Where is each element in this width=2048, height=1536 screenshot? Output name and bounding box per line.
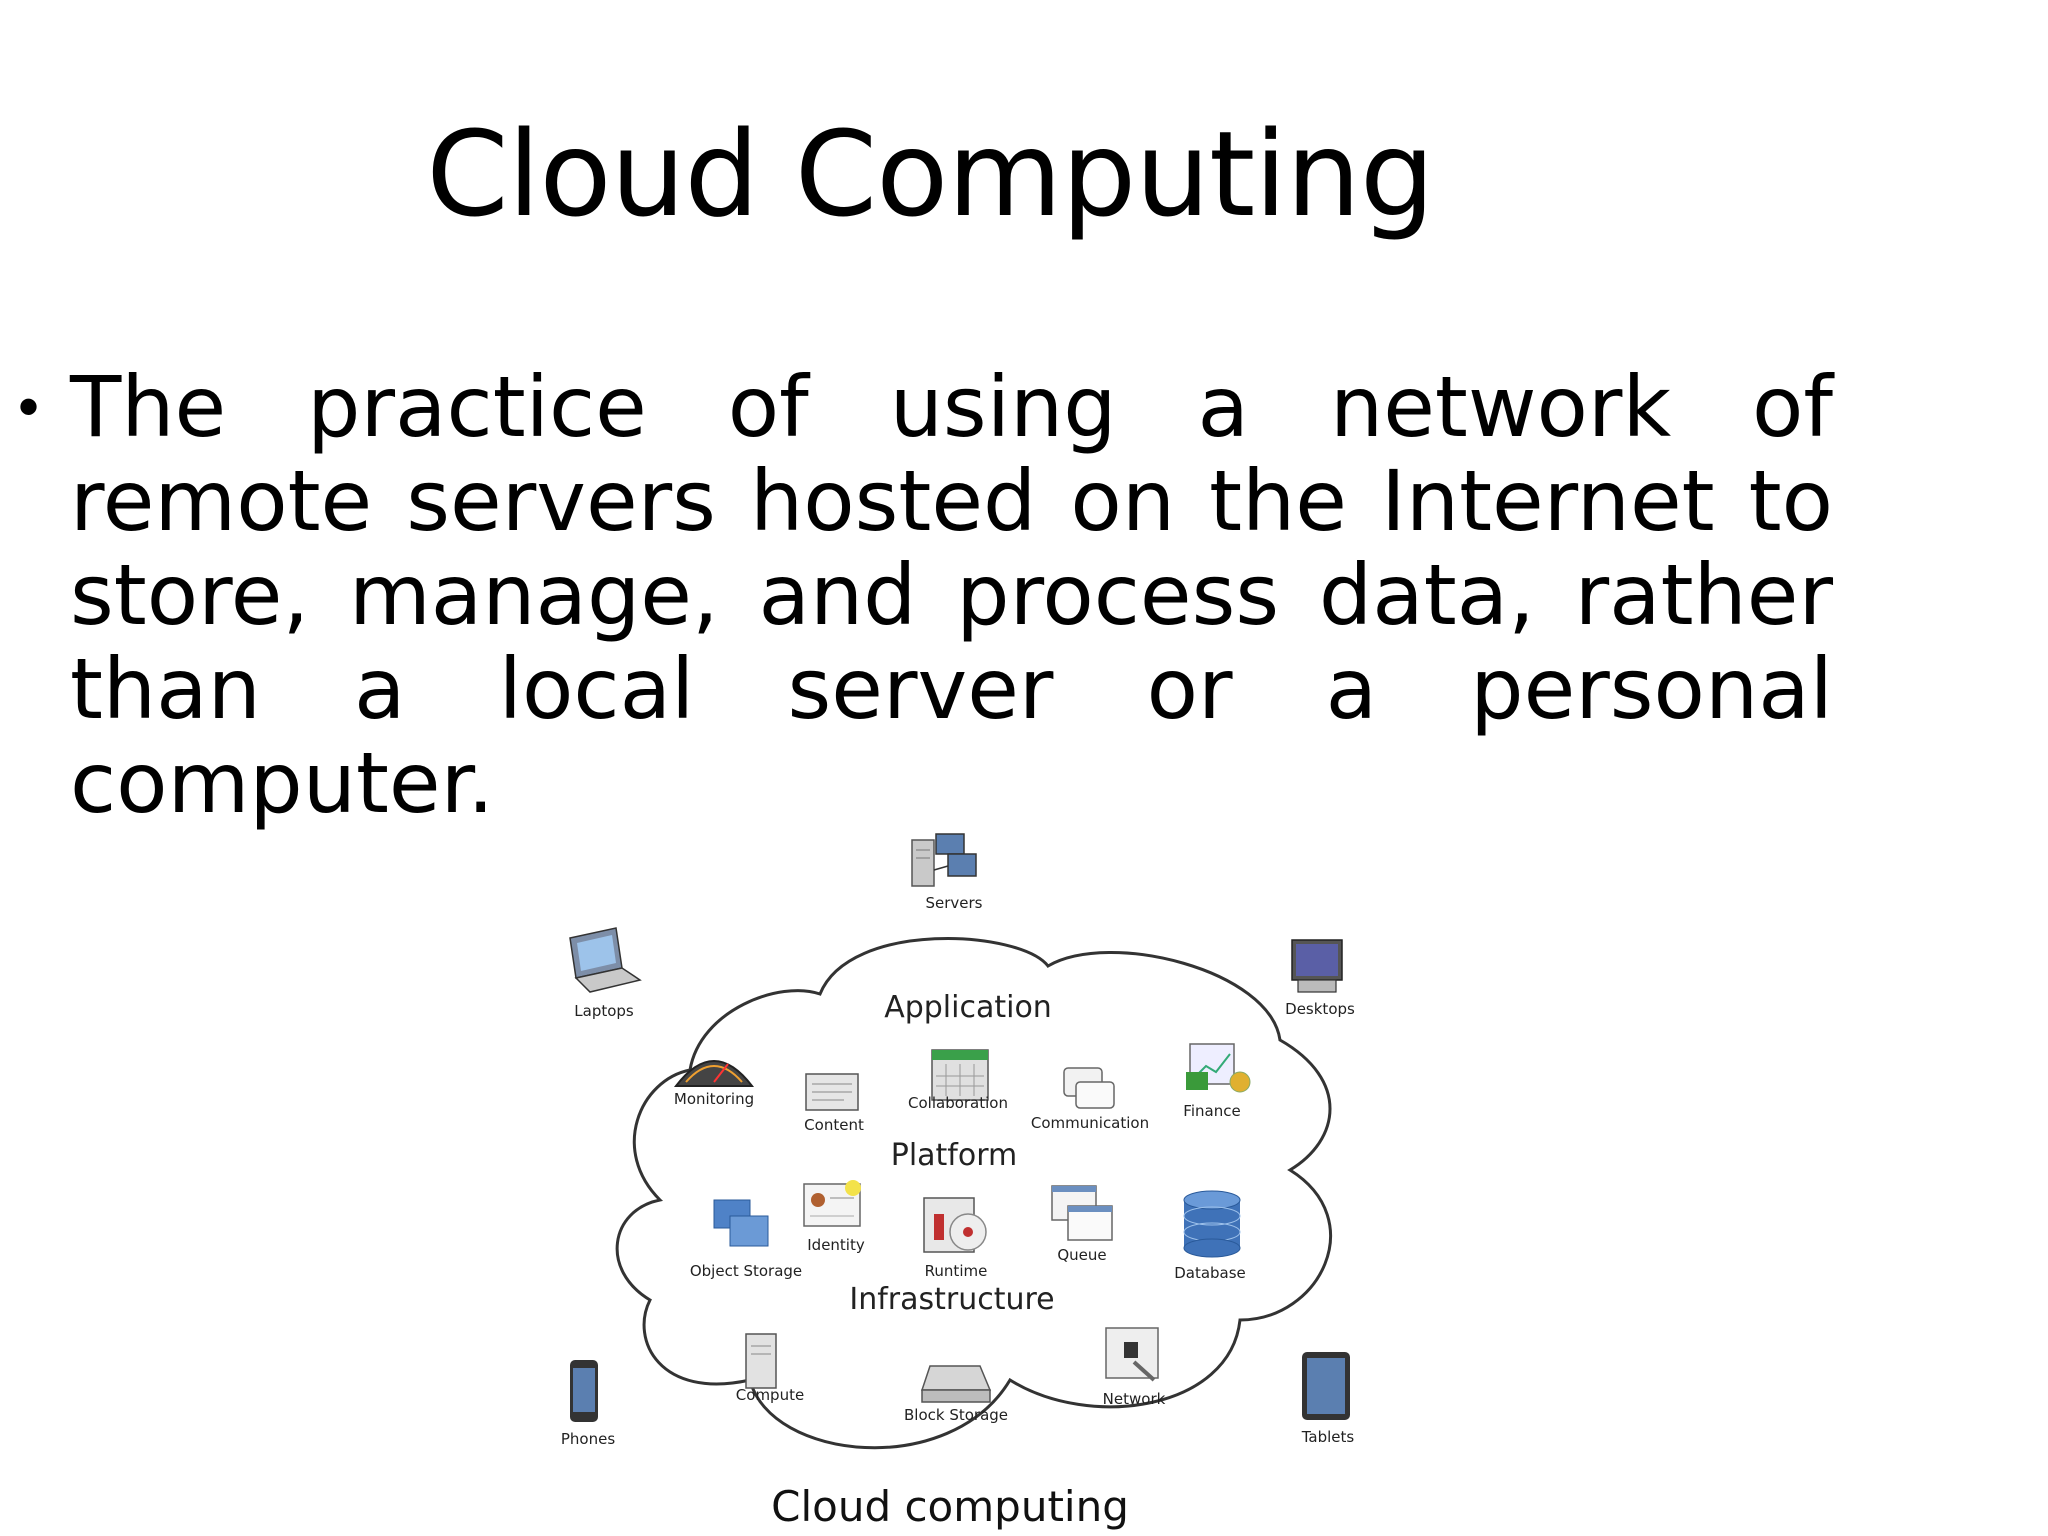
cloud-computing-diagram: Application Platform Infrastructure Serv… bbox=[550, 820, 1370, 1536]
block-storage-icon bbox=[920, 1365, 992, 1403]
diagram-caption: Cloud computing bbox=[771, 1482, 1129, 1531]
label-communication: Communication bbox=[1030, 1114, 1150, 1132]
monitoring-icon bbox=[673, 1060, 755, 1087]
phones-icon bbox=[570, 1360, 598, 1422]
finance-icon bbox=[1186, 1043, 1251, 1093]
cloud-outline bbox=[615, 936, 1333, 1450]
servers-icon bbox=[911, 833, 977, 887]
label-finance: Finance bbox=[1183, 1102, 1241, 1120]
label-desktops: Desktops bbox=[1285, 1000, 1355, 1018]
bullet-item: • The practice of using a network of rem… bbox=[18, 360, 1833, 830]
network-icon bbox=[1105, 1327, 1159, 1382]
label-block-storage: Block Storage bbox=[903, 1406, 1009, 1424]
label-network: Network bbox=[1102, 1390, 1166, 1408]
section-infrastructure: Infrastructure bbox=[849, 1282, 1055, 1317]
label-phones: Phones bbox=[560, 1430, 616, 1448]
bullet-marker: • bbox=[18, 373, 40, 440]
communication-icon bbox=[1063, 1067, 1115, 1109]
label-servers: Servers bbox=[925, 894, 983, 912]
object-storage-icon bbox=[713, 1199, 769, 1247]
section-platform: Platform bbox=[890, 1138, 1018, 1173]
label-monitoring: Monitoring bbox=[673, 1090, 755, 1108]
label-identity: Identity bbox=[807, 1236, 865, 1254]
collaboration-icon bbox=[931, 1049, 989, 1101]
section-application: Application bbox=[884, 990, 1052, 1025]
label-tablets: Tablets bbox=[1301, 1428, 1355, 1446]
diagram-graphics bbox=[569, 833, 1350, 1450]
bullet-text: The practice of using a network of remot… bbox=[70, 358, 1833, 832]
content-icon bbox=[805, 1073, 859, 1111]
label-database: Database bbox=[1174, 1264, 1246, 1282]
database-icon bbox=[1183, 1190, 1241, 1258]
label-runtime: Runtime bbox=[924, 1262, 988, 1280]
queue-icon bbox=[1051, 1185, 1113, 1241]
identity-icon bbox=[803, 1180, 861, 1227]
label-content: Content bbox=[804, 1116, 864, 1134]
compute-icon bbox=[745, 1333, 777, 1389]
label-laptops: Laptops bbox=[574, 1002, 634, 1020]
label-compute: Compute bbox=[735, 1386, 805, 1404]
label-object-storage: Object Storage bbox=[689, 1262, 803, 1280]
slide-title: Cloud Computing bbox=[426, 105, 1435, 243]
tablets-icon bbox=[1302, 1352, 1350, 1420]
runtime-icon bbox=[923, 1197, 987, 1253]
desktops-icon bbox=[1291, 939, 1343, 993]
label-queue: Queue bbox=[1057, 1246, 1107, 1264]
laptops-icon bbox=[569, 927, 642, 993]
label-collaboration: Collaboration bbox=[908, 1094, 1008, 1112]
